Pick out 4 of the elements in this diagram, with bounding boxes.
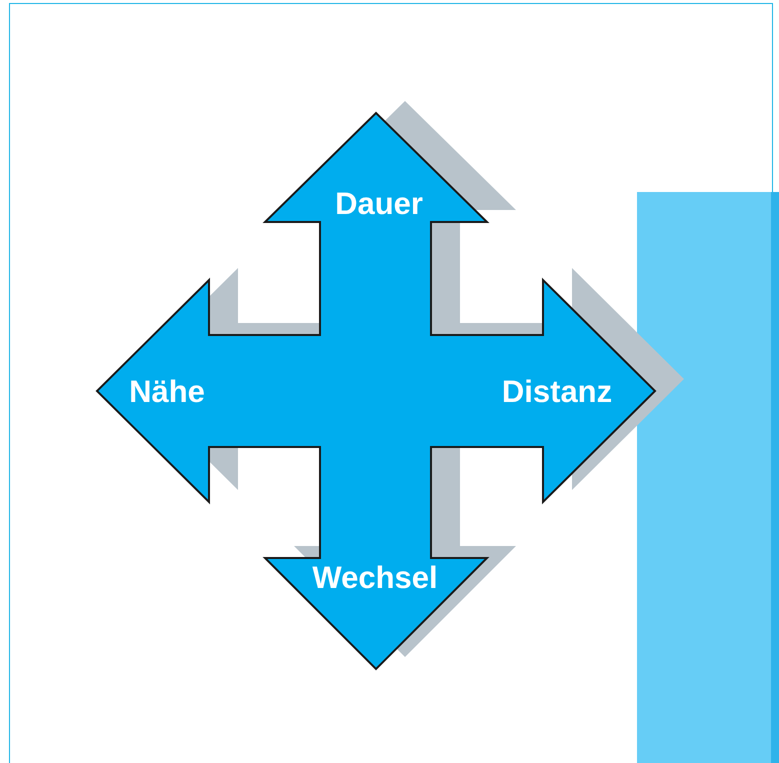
arrow-label: Dauer	[335, 186, 423, 222]
arrow-label: Distanz	[502, 374, 612, 410]
arrow-label: Wechsel	[312, 560, 438, 596]
arrow-label: Nähe	[129, 374, 205, 410]
